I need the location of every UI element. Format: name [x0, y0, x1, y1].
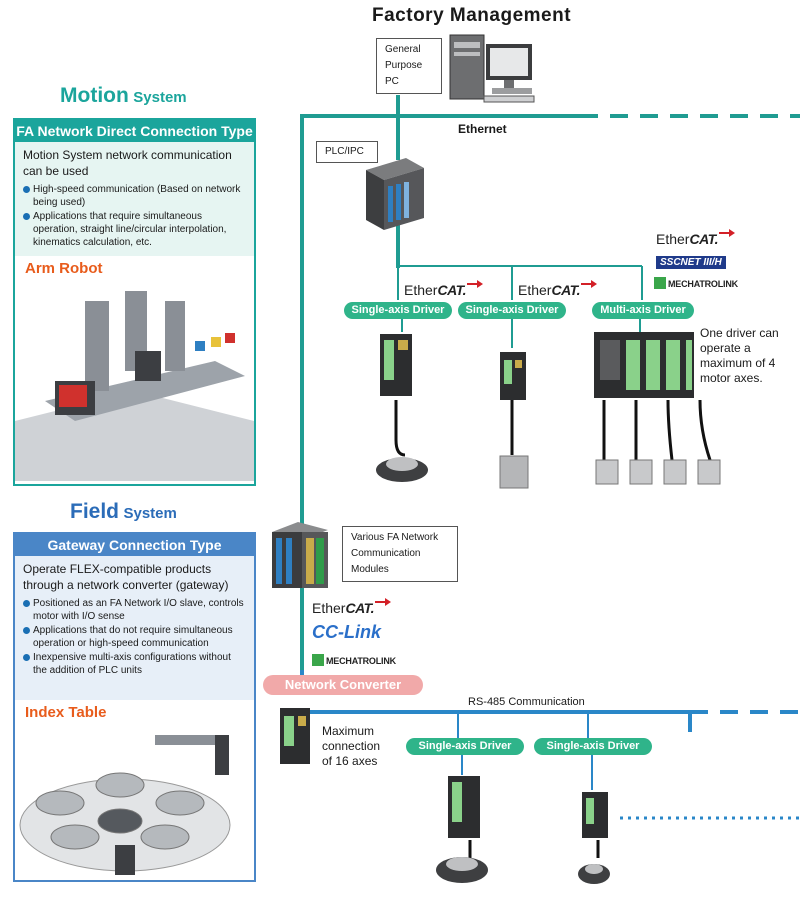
single-axis-driver-3-icon [448, 776, 480, 838]
general-purpose-pc-label: General Purpose PC [376, 38, 442, 94]
ethercat-arrow-icon [581, 280, 598, 288]
ethercat-suffix: CAT. [437, 282, 467, 298]
ethercat-suffix: CAT. [551, 282, 581, 298]
driver-pill-bottom-2: Single-axis Driver [534, 738, 652, 755]
ethercat-prefix: Ether [312, 600, 346, 616]
network-converter-icon [280, 708, 310, 764]
motion-intro: Motion System network communication can … [23, 148, 232, 178]
mechatrolink-mark-icon [312, 654, 324, 666]
mechatrolink-logo-middle: MECHATROLINK [312, 654, 396, 666]
field-panel-header: Gateway Connection Type [15, 534, 254, 556]
motion-system-title: Motion System [60, 84, 187, 108]
mechatrolink-text: MECHATROLINK [326, 656, 396, 666]
ethercat-arrow-icon [467, 280, 484, 288]
motion-bullets: High-speed communication (Based on netwo… [23, 183, 246, 249]
network-converter-pill: Network Converter [263, 675, 423, 695]
field-panel-body: Operate FLEX-compatible products through… [15, 556, 254, 700]
ethercat-logo-2: EtherCAT. [518, 280, 598, 298]
ethercat-logo-right: EtherCAT. [656, 229, 736, 247]
cclink-logo: CC-Link [312, 622, 381, 642]
multi-axis-note: One driver can operate a maximum of 4 mo… [700, 326, 779, 385]
mechatrolink-logo-right: MECHATROLINK [654, 277, 738, 289]
motion-system-panel: FA Network Direct Connection Type Motion… [13, 118, 256, 486]
motion-title-main: Motion [60, 84, 129, 107]
field-bullet: Applications that do not require simulta… [23, 624, 246, 650]
motion-bullet: High-speed communication (Based on netwo… [23, 183, 246, 209]
field-bullets: Positioned as an FA Network I/O slave, c… [23, 597, 246, 677]
rotary-actuator-icon [376, 457, 428, 482]
desktop-pc-icon [449, 34, 535, 103]
field-title-main: Field [70, 500, 120, 523]
field-title-sub: System [123, 505, 177, 522]
motion-title-sub: System [133, 89, 187, 106]
single-axis-driver-2-icon [500, 352, 526, 400]
linear-actuator-icon [499, 455, 529, 489]
ethercat-prefix: Ether [656, 231, 690, 247]
motion-bullet: Applications that require simultaneous o… [23, 210, 246, 249]
sscnet-logo: SSCNET III/H [656, 256, 726, 269]
driver-pill-bottom-1: Single-axis Driver [406, 738, 524, 755]
fa-network-modules-label: Various FA Network Communication Modules [342, 526, 458, 582]
max-connection-note: Maximum connection of 16 axes [322, 724, 381, 768]
rs485-label: RS-485 Communication [468, 696, 585, 708]
ethernet-label: Ethernet [458, 122, 507, 136]
ethercat-suffix: CAT. [345, 600, 375, 616]
field-system-panel: Gateway Connection Type Operate FLEX-com… [13, 532, 256, 882]
ethercat-logo-middle: EtherCAT. [312, 598, 392, 616]
ethercat-logo-1: EtherCAT. [404, 280, 484, 298]
ethercat-prefix: Ether [404, 282, 438, 298]
ethercat-suffix: CAT. [689, 231, 719, 247]
ethercat-prefix: Ether [518, 282, 552, 298]
ethercat-arrow-icon [719, 229, 736, 237]
field-intro: Operate FLEX-compatible products through… [23, 562, 229, 592]
single-axis-driver-4-icon [582, 792, 608, 838]
stepping-motor-icons [595, 459, 721, 485]
field-bullet: Positioned as an FA Network I/O slave, c… [23, 597, 246, 623]
driver-pill-top-3: Multi-axis Driver [592, 302, 694, 319]
arm-robot-illustration [15, 291, 254, 481]
mechatrolink-mark-icon [654, 277, 666, 289]
bottom-actuator-icons [436, 857, 610, 884]
page-title: Factory Management [372, 5, 572, 26]
plc-ipc-icon [366, 158, 424, 230]
arm-robot-title: Arm Robot [25, 260, 103, 277]
mechatrolink-text: MECHATROLINK [668, 279, 738, 289]
ethercat-arrow-icon [375, 598, 392, 606]
field-bullet: Inexpensive multi-axis configurations wi… [23, 651, 246, 677]
field-system-title: Field System [70, 500, 177, 524]
multi-axis-driver-icon [594, 332, 694, 398]
single-axis-driver-1-icon [380, 334, 412, 396]
index-table-illustration [19, 735, 231, 875]
plc-ipc-label: PLC/IPC [316, 141, 378, 163]
driver-pill-top-2: Single-axis Driver [458, 302, 566, 319]
fa-network-module-icon [272, 522, 328, 588]
index-table-title: Index Table [25, 704, 107, 721]
motion-panel-header: FA Network Direct Connection Type [15, 120, 254, 142]
driver-pill-top-1: Single-axis Driver [344, 302, 452, 319]
motion-panel-body: Motion System network communication can … [15, 142, 254, 256]
